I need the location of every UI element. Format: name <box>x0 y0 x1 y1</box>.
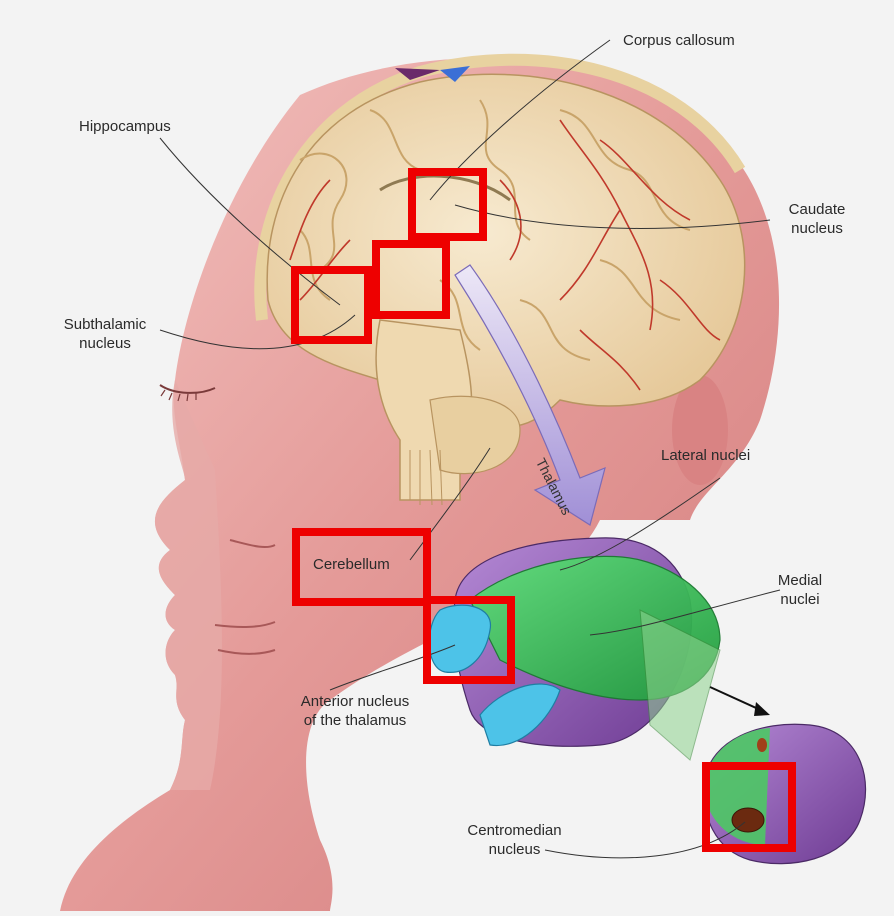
label-lateral-nuclei: Lateral nuclei <box>661 446 750 465</box>
label-subthalamic-nucleus: Subthalamic nucleus <box>40 315 170 353</box>
label-subthalamic-line2: nucleus <box>40 334 170 353</box>
label-anterior-nucleus: Anterior nucleus of the thalamus <box>275 692 435 730</box>
label-centromedian-line2: nucleus <box>452 840 577 859</box>
label-caudate-line2: nucleus <box>772 219 862 238</box>
label-medial-line2: nuclei <box>770 590 830 609</box>
small-nucleus-shape <box>757 738 767 752</box>
label-anterior-line2: of the thalamus <box>275 711 435 730</box>
label-centromedian-nucleus: Centromedian nucleus <box>452 821 577 859</box>
label-cerebellum: Cerebellum <box>313 555 390 574</box>
label-caudate-line1: Caudate <box>772 200 862 219</box>
label-centromedian-line1: Centromedian <box>452 821 577 840</box>
cross-section-arrowhead <box>754 702 770 716</box>
label-medial-nuclei: Medial nuclei <box>770 571 830 609</box>
label-subthalamic-line1: Subthalamic <box>40 315 170 334</box>
label-caudate-nucleus: Caudate nucleus <box>772 200 862 238</box>
label-hippocampus: Hippocampus <box>79 117 171 136</box>
label-anterior-line1: Anterior nucleus <box>275 692 435 711</box>
label-medial-line1: Medial <box>770 571 830 590</box>
label-corpus-callosum: Corpus callosum <box>623 31 735 50</box>
